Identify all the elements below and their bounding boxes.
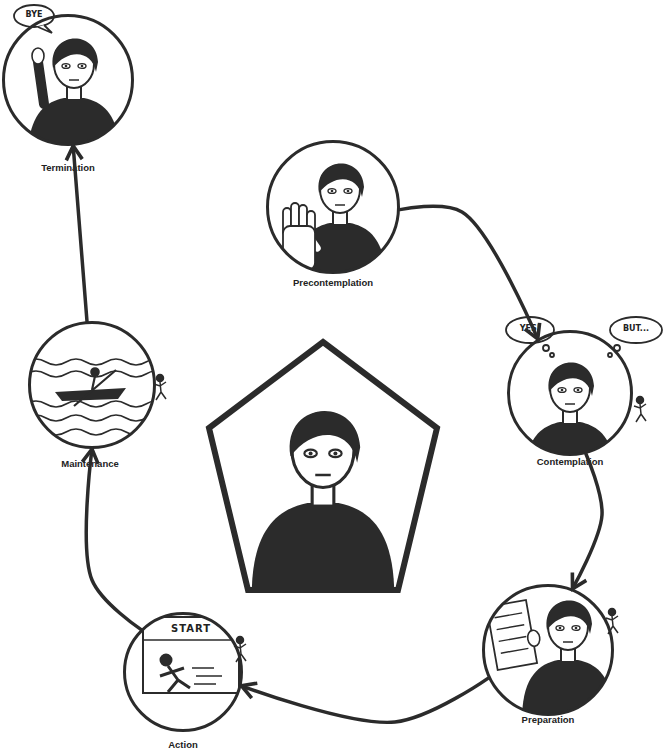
illustration-part (26, 359, 166, 365)
illustration-part (143, 617, 239, 693)
stage-circle: Precontemplation (266, 140, 400, 274)
stage-label: Termination (8, 162, 128, 173)
illustration-part (91, 368, 99, 376)
illustration-part (32, 48, 44, 64)
stage-circle: STARTAction (123, 612, 243, 732)
circle-border (484, 586, 613, 715)
illustration-part (192, 668, 222, 684)
illustration-part (506, 317, 554, 343)
illustration-part (143, 639, 239, 641)
circle-outline (28, 321, 156, 449)
preparation-figure (487, 599, 618, 720)
stage-label: Preparation (488, 714, 608, 725)
precontemplation-figure (283, 164, 386, 283)
sign-text: START (146, 623, 236, 634)
illustration-part (610, 317, 662, 343)
circle-outline (507, 330, 633, 456)
circle-outline (482, 584, 614, 716)
circle-border (125, 614, 242, 731)
illustration-part (74, 370, 116, 406)
speech-text: BYE (16, 10, 52, 19)
cycle-arrow (73, 146, 87, 321)
cycle-arrow (241, 678, 488, 722)
speech-text: YES! (508, 324, 552, 333)
illustration-part (543, 345, 549, 351)
circle-outline (266, 140, 400, 274)
stage-circle: Preparation (482, 584, 614, 716)
illustration-part (192, 668, 222, 684)
speech-text: BUT... (612, 324, 660, 333)
illustration-part (283, 164, 386, 283)
illustration-part (487, 599, 614, 720)
center-pentagon (209, 342, 437, 596)
illustration-part (55, 388, 126, 401)
action-figure (143, 617, 246, 693)
stage-circle: YES!BUT...Contemplation (507, 330, 633, 456)
stage-label: Maintenance (30, 458, 150, 469)
maintenance-figure (26, 359, 166, 435)
circle-outline (2, 14, 134, 146)
stage-label: Contemplation (510, 456, 630, 467)
contemplation-figure (506, 317, 662, 482)
illustration-part (26, 401, 166, 407)
illustration-part (608, 353, 612, 357)
illustration-part (38, 25, 52, 33)
illustration-part (161, 655, 171, 665)
illustration-part (550, 353, 554, 357)
illustration-part (487, 599, 544, 670)
illustration-part (252, 411, 395, 596)
circle-border (509, 332, 632, 455)
circle-border (268, 142, 399, 273)
stage-label: Action (133, 739, 233, 750)
circle-border (4, 16, 133, 145)
cycle-arrow (400, 206, 538, 339)
circle-border (30, 323, 155, 448)
illustration-part (526, 629, 541, 647)
illustration-part (26, 359, 166, 435)
illustration-part (160, 655, 190, 692)
illustration-part (143, 617, 239, 693)
illustration-part (252, 411, 395, 596)
illustration-part (160, 666, 190, 692)
stage-circle: BYETermination (2, 14, 134, 146)
illustration-part (495, 613, 529, 653)
stage-label: Precontemplation (263, 277, 403, 288)
illustration-part (495, 613, 529, 653)
cycle-arrow (573, 454, 603, 589)
cycle-arrow (86, 449, 141, 629)
illustration-part (506, 317, 662, 357)
illustration-part (634, 397, 646, 423)
stage-circle: Maintenance (28, 321, 156, 449)
illustration-part (38, 62, 44, 104)
illustration-part (283, 203, 323, 270)
